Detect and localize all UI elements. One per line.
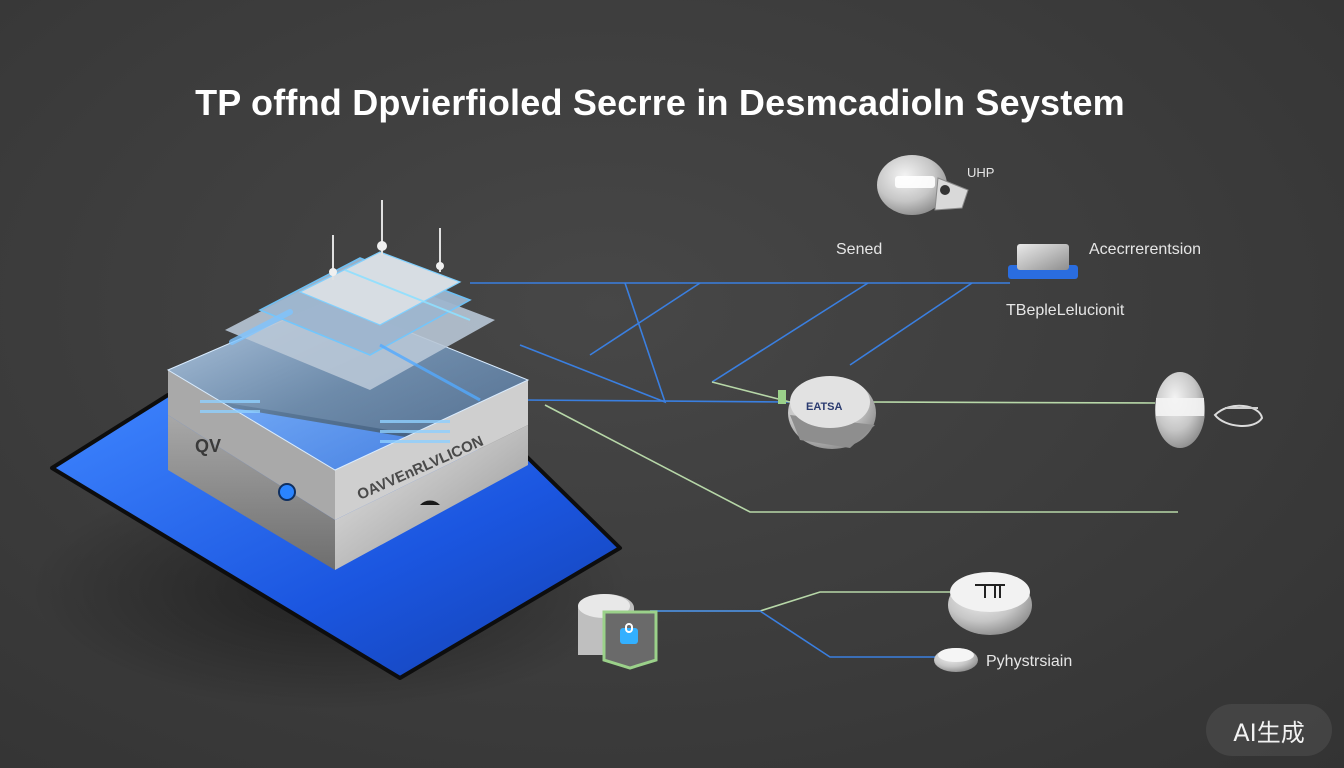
connector-to-center-node — [519, 399, 791, 403]
right-capsule-node — [1155, 372, 1264, 448]
center-node: EATSA — [778, 376, 876, 449]
sensor-device — [934, 648, 978, 672]
diagram-title: TP offnd Dpvierfioled Secrre in Desmcadi… — [195, 82, 1125, 123]
label-uhp: UHP — [967, 165, 995, 180]
lock-device — [578, 594, 658, 670]
connector-center-return — [711, 381, 791, 403]
center-node-text: EATSA — [806, 401, 843, 413]
label-access: Acecrrerentsion — [1089, 241, 1202, 258]
label-sened: Sened — [836, 241, 883, 258]
uhp-device — [877, 155, 969, 215]
label-phys: Pyhystrsiain — [986, 653, 1073, 670]
connector-top-branch-c — [849, 282, 973, 366]
connector-lock-bottom — [650, 610, 935, 658]
access-device — [1008, 244, 1078, 279]
bottom-puck-device — [948, 572, 1032, 635]
connector-top-branch-a — [589, 282, 701, 356]
server-stack: OAVVEnRLVLICON QV — [166, 200, 530, 570]
connector-left-bend — [519, 282, 667, 404]
connector-top-branch-b — [711, 282, 869, 383]
ai-generated-badge: AI生成 — [1206, 704, 1332, 756]
label-tb: TBepleLelucionit — [1006, 302, 1125, 319]
connection-lines — [470, 282, 1178, 658]
server-side-text: QV — [195, 436, 221, 456]
connector-long-bottom — [544, 404, 1178, 513]
connector-lock-top — [650, 591, 950, 612]
connector-center-to-right — [859, 401, 1156, 404]
